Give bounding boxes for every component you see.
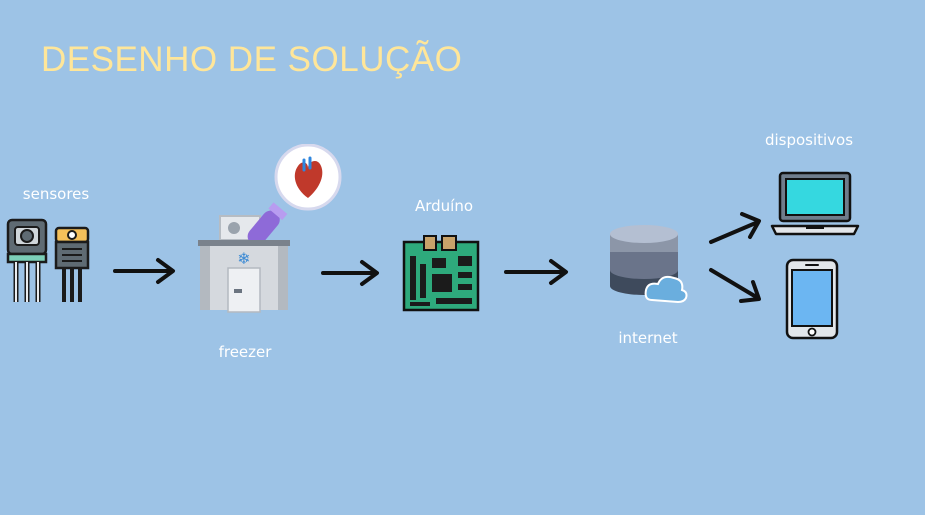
- freezer-label: freezer: [218, 343, 272, 361]
- arduino-board-icon: [402, 234, 480, 312]
- internet-label: internet: [618, 329, 678, 347]
- arrow-right-icon: [503, 257, 571, 287]
- arrow-up-right-icon: [706, 206, 764, 248]
- sensores-label: sensores: [22, 185, 90, 203]
- arrow-right-icon: [112, 256, 178, 286]
- arduino-label: Arduíno: [414, 197, 474, 215]
- arrow-down-right-icon: [706, 264, 764, 306]
- dispositivos-label: dispositivos: [764, 131, 854, 149]
- smartphone-icon: [784, 258, 840, 340]
- laptop-icon: [770, 170, 860, 238]
- freezer-icon: ❄: [196, 144, 344, 316]
- sensors-icon: [6, 218, 94, 304]
- diagram-title: DESENHO DE SOLUÇÃO: [41, 40, 463, 79]
- database-cloud-icon: [606, 222, 688, 304]
- arrow-right-icon: [320, 258, 382, 288]
- svg-text:❄: ❄: [237, 249, 250, 268]
